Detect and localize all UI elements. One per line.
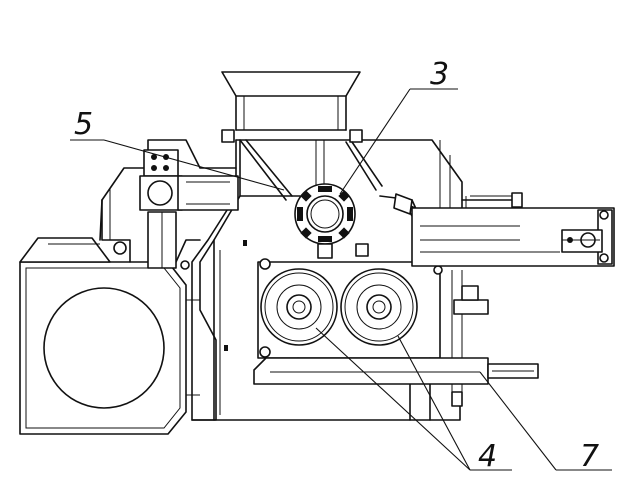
callout-3: 3 xyxy=(430,57,449,92)
main-housing xyxy=(99,139,463,421)
roller-left xyxy=(260,268,338,346)
bottom-tray xyxy=(253,285,539,407)
motor xyxy=(19,237,200,435)
hopper xyxy=(221,71,363,196)
gearbox xyxy=(139,149,239,269)
conveyor-arm xyxy=(411,192,615,267)
callout-4: 4 xyxy=(478,439,497,474)
callout-7: 7 xyxy=(580,439,599,474)
callout-5: 5 xyxy=(74,107,93,142)
guide-plates xyxy=(239,139,383,201)
crusher-rotor xyxy=(294,183,369,259)
leader-lines xyxy=(70,88,612,471)
roller-right xyxy=(340,268,418,346)
